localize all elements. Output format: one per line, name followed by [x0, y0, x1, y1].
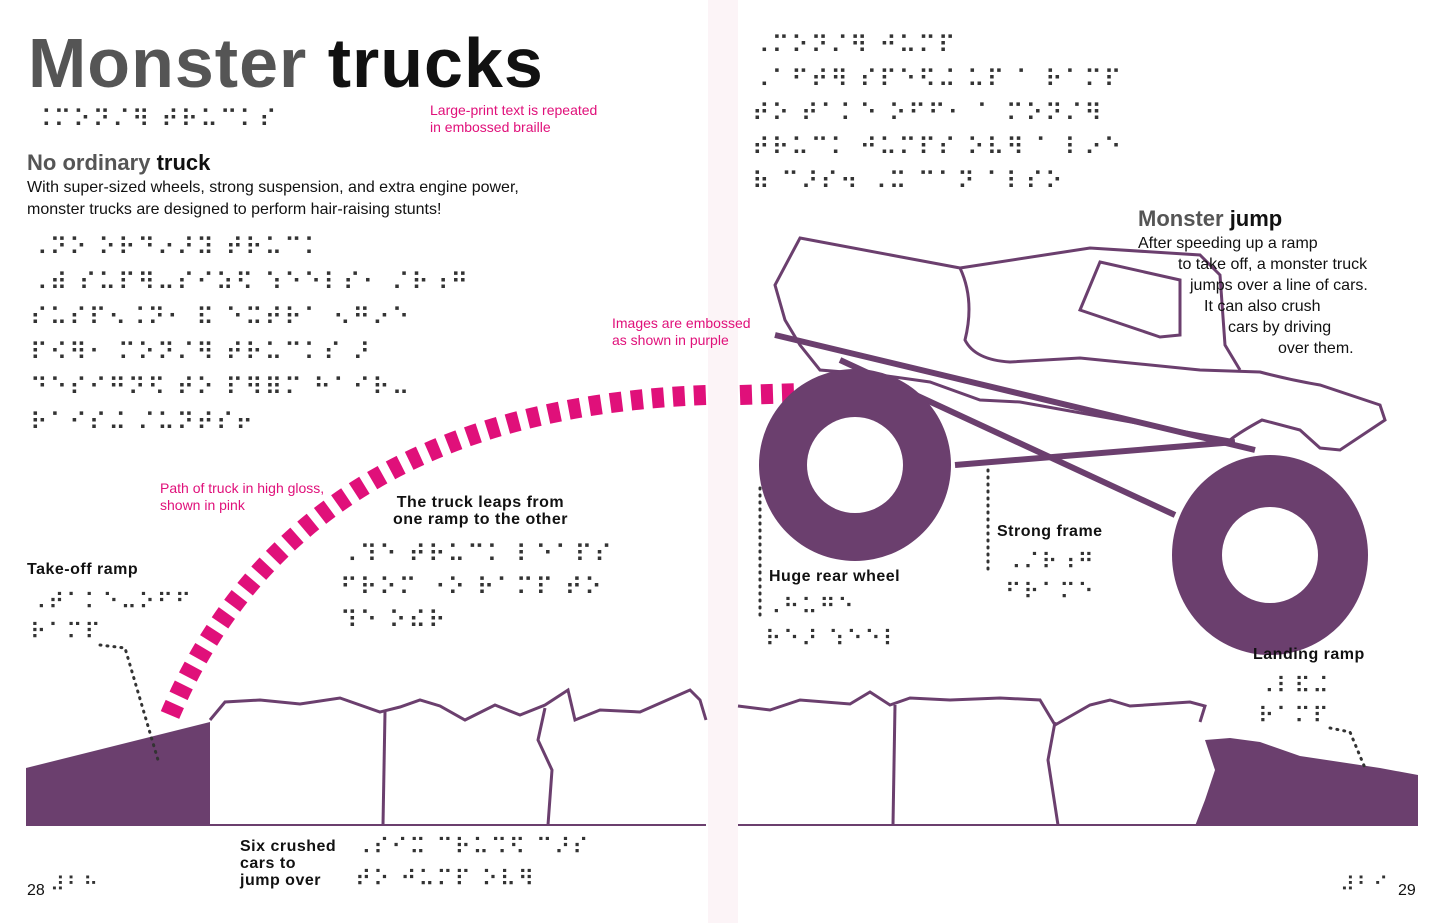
- jump-description: After speeding up a ramp to take off, a …: [1138, 235, 1368, 357]
- intro-paragraph: With super-sized wheels, strong suspensi…: [27, 179, 519, 218]
- braille-page-left: ⠼⠃⠓: [50, 872, 100, 896]
- label-rear-wheel: Huge rear wheel: [769, 568, 901, 585]
- page-number-right: 29: [1398, 882, 1416, 899]
- braille-intro: ⠠⠝⠕ ⠕⠗⠙⠔⠜⠽ ⠞⠗⠥⠉⠅ ⠠⠾ ⠎⠥⠏⠻⠤⠎⠊⠵⠫ ⠱⠑⠑⠇⠎⠂ ⠌⠗⠰…: [30, 233, 471, 436]
- leader-takeoff: [98, 643, 160, 762]
- takeoff-ramp-shape: [26, 722, 210, 826]
- section-heading-right: Monster jump: [1138, 206, 1283, 231]
- braille-landing: ⠠⠇⠯⠬ ⠗⠁⠍⠏: [1258, 674, 1331, 729]
- book-gutter: [708, 0, 738, 923]
- leader-landing: [1328, 726, 1367, 770]
- crushed-cars-left: [208, 687, 708, 723]
- label-takeoff-ramp: Take-off ramp: [27, 561, 139, 578]
- braille-right-intro: ⠠⠍⠕⠝⠌⠻ ⠚⠥⠍⠏ ⠠⠁⠋⠞⠻ ⠎⠏⠑⠫⠬ ⠥⠏ ⠁ ⠗⠁⠍⠏ ⠞⠕ ⠞⠁⠅…: [752, 31, 1124, 195]
- jump-path: [160, 385, 707, 719]
- braille-leap: ⠠⠹⠑ ⠞⠗⠥⠉⠅ ⠇⠑⠁⠏⠎ ⠋⠗⠕⠍ ⠐⠕ ⠗⠁⠍⠏ ⠞⠕ ⠹⠑ ⠕⠮⠗: [340, 540, 614, 634]
- note-repeated: Large-print text is repeated in embossed…: [430, 102, 598, 135]
- page-number-left: 28: [27, 882, 45, 899]
- crushed-cars-right: [737, 690, 1207, 728]
- braille-page-right: ⠼⠃⠊: [1340, 872, 1390, 896]
- label-landing-ramp: Landing ramp: [1253, 646, 1365, 663]
- page-title: Monster trucks: [28, 28, 544, 98]
- braille-rear-wheel: ⠠⠓⠥⠛⠑ ⠗⠑⠜ ⠱⠑⠑⠇: [765, 595, 901, 652]
- truck-window: [1077, 260, 1182, 339]
- label-strong-frame: Strong frame: [997, 523, 1103, 540]
- braille-crushed-cars: ⠠⠎⠊⠭ ⠉⠗⠥⠩⠫ ⠉⠜⠎ ⠞⠕ ⠚⠥⠍⠏ ⠕⠧⠻: [355, 835, 591, 892]
- title-part-1: Monster: [28, 24, 308, 102]
- braille-takeoff: ⠠⠞⠁⠅⠑⠤⠕⠋⠋ ⠗⠁⠍⠏: [30, 590, 194, 645]
- note-embossed: Images are embossed as shown in purple: [612, 315, 751, 348]
- rear-wheel: [759, 369, 951, 561]
- braille-frame: ⠠⠌⠗⠰⠛ ⠋⠗⠁⠍⠑: [1005, 550, 1096, 605]
- note-path: Path of truck in high gloss, shown in pi…: [160, 480, 325, 513]
- label-crushed-cars: Six crushed cars to jump over: [240, 838, 337, 889]
- label-leap: The truck leaps from one ramp to the oth…: [393, 494, 568, 528]
- landing-ramp-shape: [1195, 738, 1418, 826]
- section-heading-left: No ordinary truck: [27, 150, 211, 175]
- title-part-2: trucks: [327, 24, 544, 102]
- front-wheel: [1172, 455, 1368, 655]
- braille-title: ⠨⠍⠕⠝⠌⠻ ⠞⠗⠥⠉⠅⠎: [34, 105, 279, 133]
